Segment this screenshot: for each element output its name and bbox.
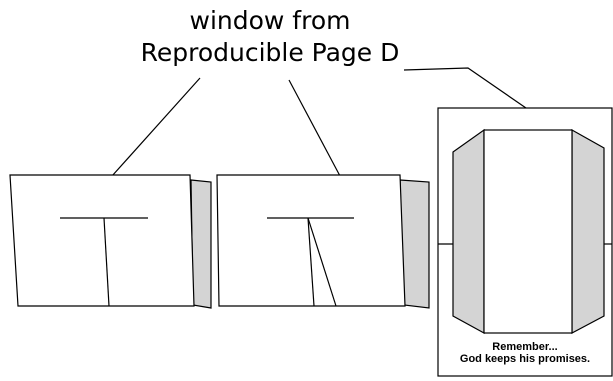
window-right-fold [307,217,337,307]
window-front-panel [9,174,195,307]
pointer-line-middle [288,79,341,177]
folded-window-step-1 [9,174,212,309]
window-front-panel [216,174,406,307]
card-caption-line-1: Remember... [492,341,558,353]
finished-card [437,107,613,377]
pointer-line-left [111,77,201,177]
heading-line-1: window from [189,6,351,35]
card-right-shutter [571,128,605,334]
heading-line-2: Reproducible Page D [140,38,400,67]
card-left-shutter [452,128,485,335]
pointer-line-right [403,67,527,109]
folded-window-step-2 [216,174,430,309]
card-caption-line-2: God keeps his promises. [459,353,591,365]
window-center-fold [103,217,110,307]
card-window-center [483,129,573,334]
window-left-fold [307,217,315,307]
